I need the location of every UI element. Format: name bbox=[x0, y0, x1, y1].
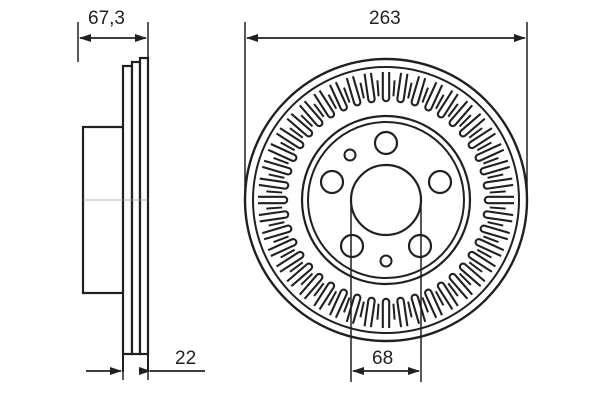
overall-width-dimension-graphic bbox=[77, 22, 149, 62]
front-face-view bbox=[243, 57, 529, 343]
bolt-holes bbox=[319, 130, 453, 259]
overall-width-dimension-label: 67,3 bbox=[88, 8, 125, 29]
centre-bore-hole bbox=[349, 163, 423, 237]
outer-diameter-dimension-graphic bbox=[244, 22, 528, 200]
centre-bore-dimension-graphic bbox=[350, 200, 422, 382]
disc-thickness-dimension-graphic bbox=[86, 340, 205, 380]
pilot-holes bbox=[343, 148, 393, 268]
disc-thickness-dimension-label: 22 bbox=[175, 348, 197, 369]
cooling-vanes bbox=[256, 70, 516, 330]
outer-diameter-dimension-label: 263 bbox=[369, 8, 401, 29]
centre-bore-dimension-label: 68 bbox=[372, 348, 394, 369]
side-section-view bbox=[81, 56, 150, 372]
